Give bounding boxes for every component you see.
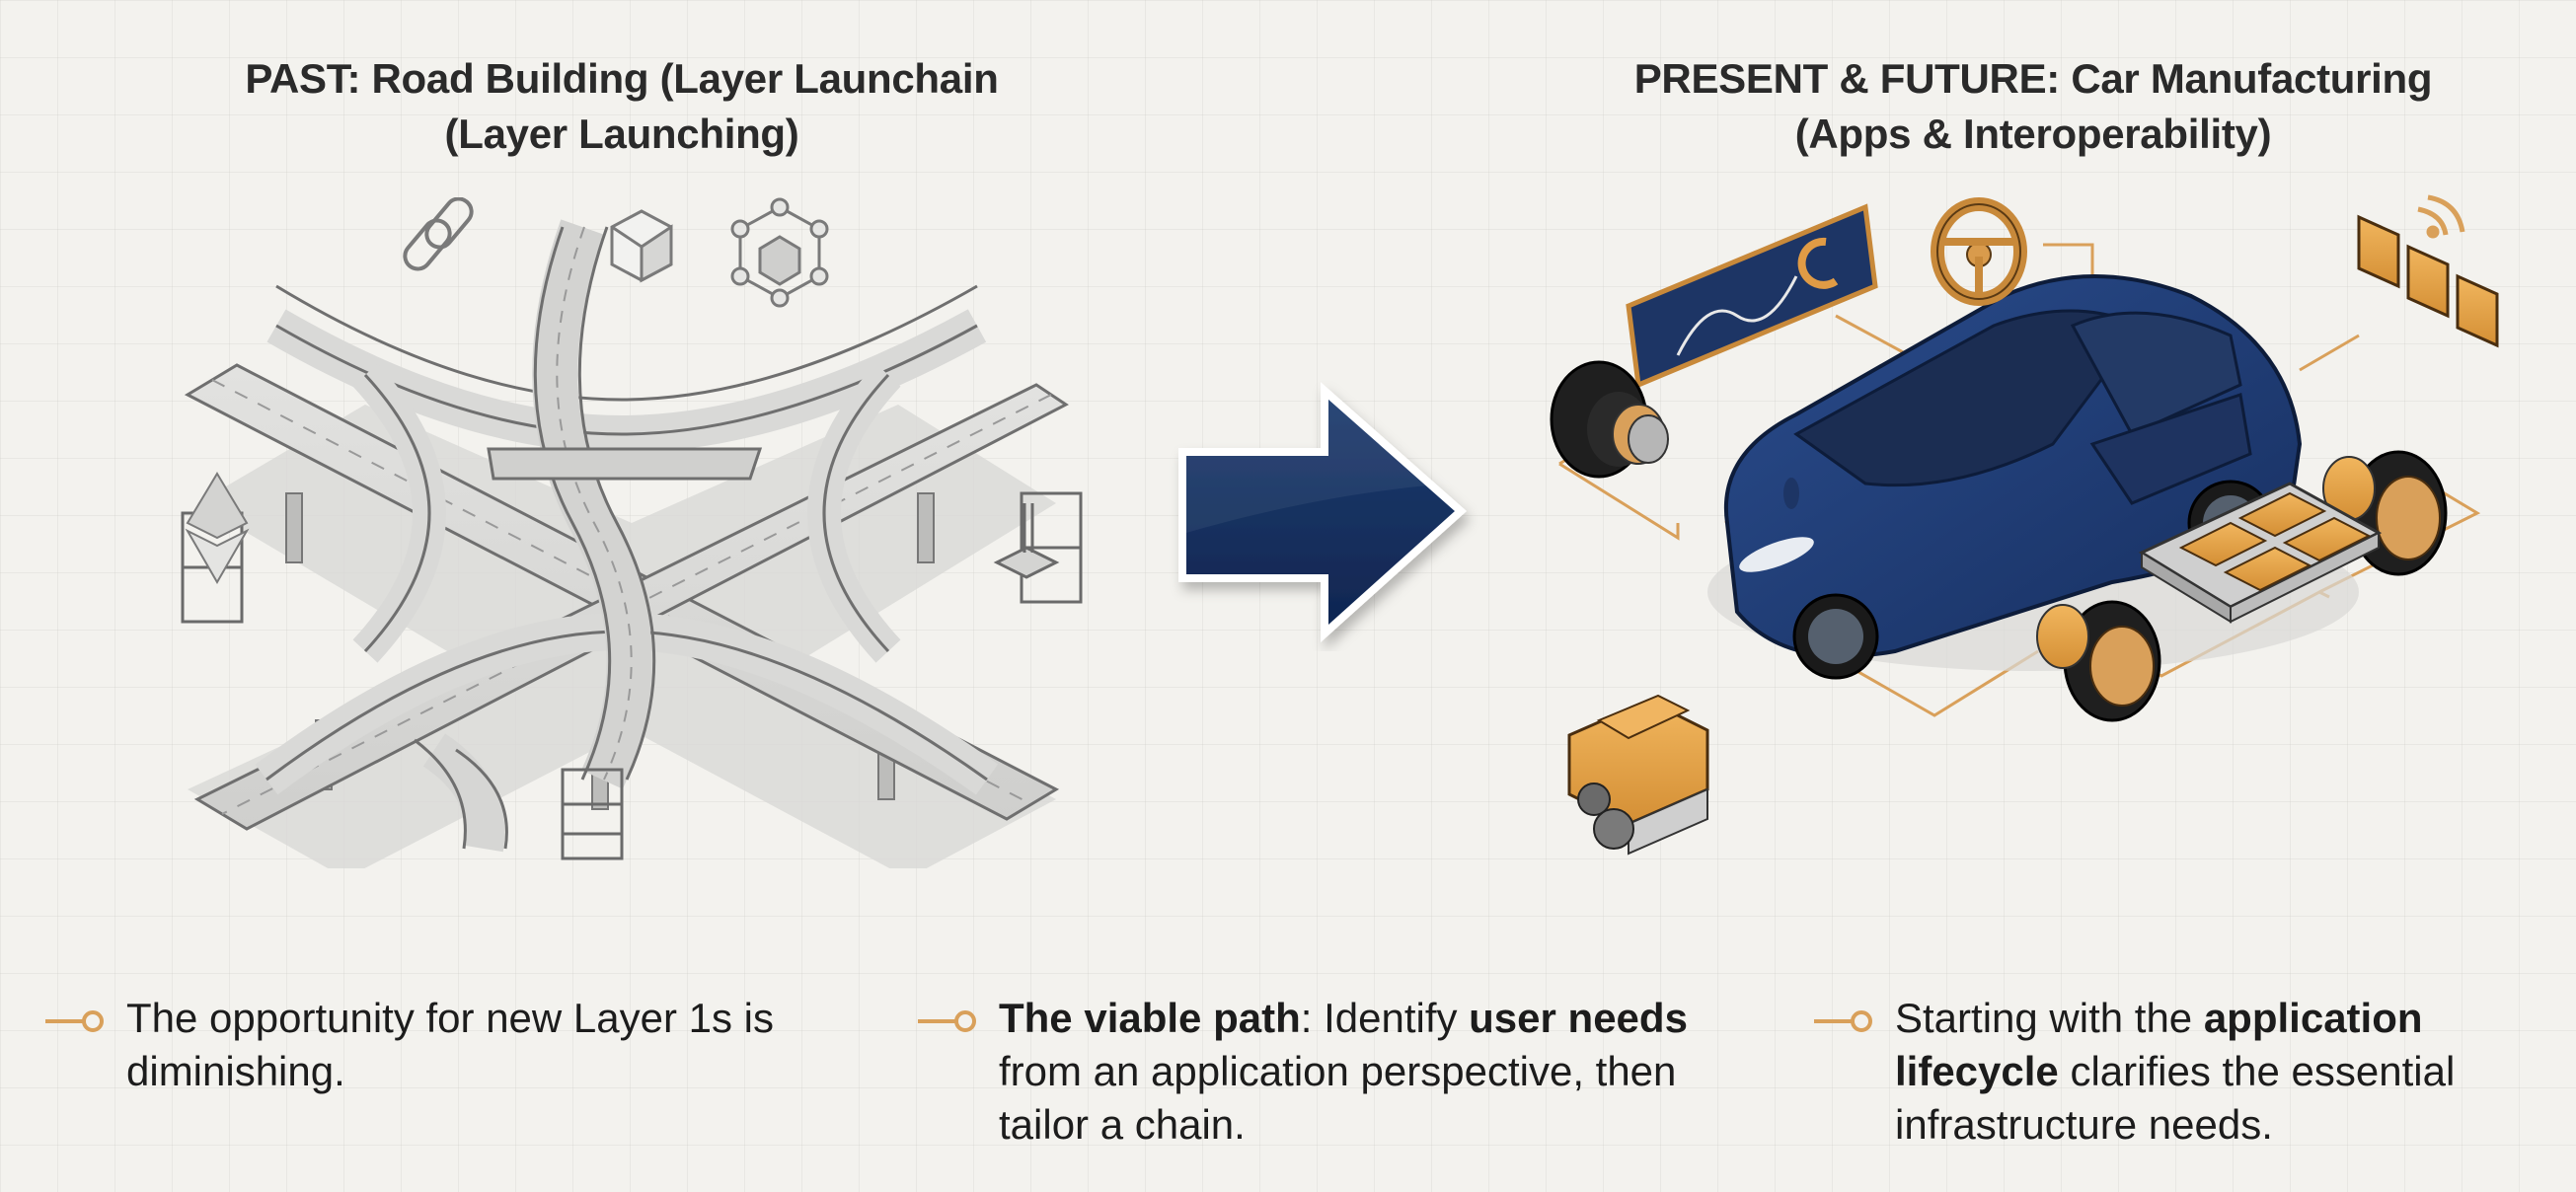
- bullet-emphasis: user needs: [1469, 995, 1688, 1041]
- bullet-text: The viable path: Identify user needs fro…: [999, 992, 1705, 1152]
- ethereum-icon: [185, 472, 250, 585]
- present-title-line1: PRESENT & FUTURE: Car Manufacturing: [1633, 55, 2433, 102]
- windshield: [1793, 309, 2145, 487]
- wheel-hub-icon: [2322, 450, 2448, 576]
- bullet-pin-icon: [918, 1010, 976, 1032]
- cross-beam: [487, 447, 763, 481]
- wheel-hub-icon: [2036, 600, 2161, 722]
- cube-icon: [610, 209, 673, 283]
- present-future-title: PRESENT & FUTURE: Car Manufacturing (App…: [1540, 51, 2527, 162]
- engine-icon: [1567, 694, 1709, 856]
- bullet-segment: from an application perspective, then ta…: [999, 1048, 1677, 1148]
- headlight: [1739, 537, 1814, 572]
- bullet-segment: Starting with the: [1895, 995, 2204, 1041]
- bullet-emphasis: application lifecycle: [1895, 995, 2423, 1094]
- present-title-line2: (Apps & Interoperability): [1794, 111, 2272, 157]
- broken-ramp: [414, 733, 508, 853]
- battery-pack-icon: [2138, 482, 2383, 624]
- wifi-icon: [2417, 194, 2465, 239]
- chain-link-icon: [403, 197, 474, 271]
- side-mirror: [1783, 478, 1799, 509]
- bullet-pin-icon: [1814, 1010, 1872, 1032]
- network-cube-icon: [730, 197, 829, 308]
- past-title: PAST: Road Building (Layer Launchain (La…: [178, 51, 1066, 162]
- past-title-line1: PAST: Road Building (Layer Launchain: [245, 55, 999, 102]
- bullet-segment: : Identify: [1300, 995, 1470, 1041]
- right-arrow-icon: [1178, 382, 1468, 642]
- steering-wheel-icon: [1931, 197, 2027, 306]
- bullet-emphasis: The viable path: [999, 995, 1301, 1041]
- highway-interchange-illustration: [181, 197, 1083, 868]
- car-manufacturing-illustration: [1550, 194, 2499, 856]
- wheel-hub-icon: [1550, 360, 1669, 479]
- bullet-segment: The opportunity for new Layer 1s is dimi…: [126, 995, 775, 1094]
- bullet-text: The opportunity for new Layer 1s is dimi…: [126, 992, 872, 1098]
- rebar-foundation-icon: [993, 503, 1060, 579]
- roof-glass: [2070, 311, 2242, 436]
- wireless-modules-icon: [2357, 194, 2499, 348]
- dashboard-screen-icon: [1626, 203, 1878, 389]
- central-overpass: [532, 219, 656, 789]
- bullet-pin-icon: [45, 1010, 104, 1032]
- past-title-line2: (Layer Launching): [444, 111, 799, 157]
- bullet-segment: clarifies the essential infrastructure n…: [1895, 1048, 2456, 1148]
- side-window: [2089, 393, 2252, 505]
- bullet-text: Starting with the application lifecycle …: [1895, 992, 2576, 1152]
